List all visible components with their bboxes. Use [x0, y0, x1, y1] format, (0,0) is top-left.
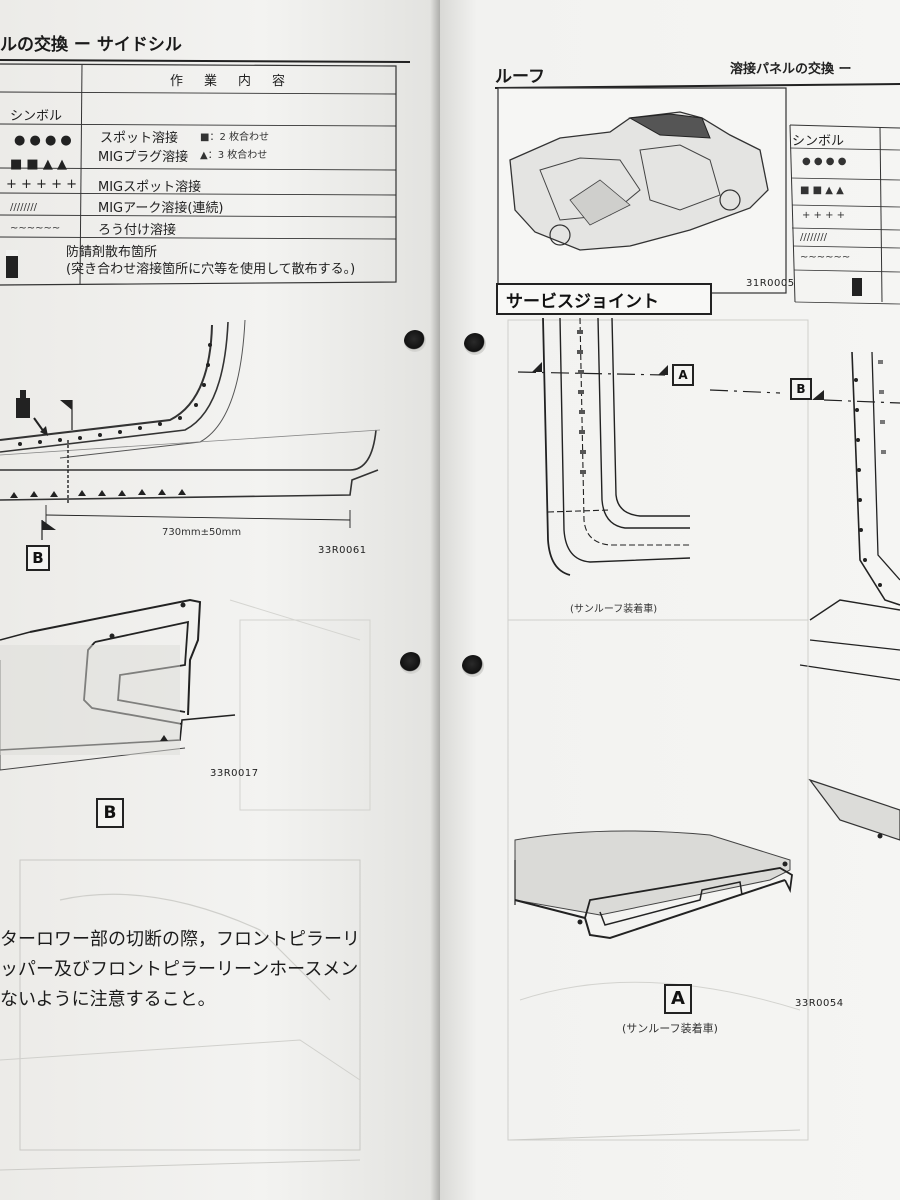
right-page-drawings [494, 83, 900, 1141]
section-marker-a: A [672, 364, 694, 386]
left-page-drawings [0, 59, 411, 1171]
binder-hole-left-top [404, 330, 426, 352]
note-line-1: ターロワー部の切断の際，フロントピラーリ [0, 929, 360, 950]
figure-ref-top: 33R0061 [318, 545, 367, 556]
right-page-header: ルーフ [495, 67, 545, 87]
symbol-mig-spot: + + + + + [6, 177, 77, 192]
symbol-arc: //////// [10, 202, 37, 213]
symbol-plug: ■ ■ ▲ ▲ [10, 157, 67, 172]
right-symbol-arc: //////// [800, 232, 827, 243]
left-page: ルの交換 ー サイドシル シンボル 作 業 内 容 ● ● ● ● スポット溶接… [0, 0, 440, 1200]
section-label-a: A [664, 984, 692, 1014]
binder-hole-left-bottom [400, 652, 422, 674]
table-header-content: 作 業 内 容 [170, 74, 290, 89]
row-mig-spot-label: MIGスポット溶接 [98, 180, 202, 195]
rust-spray-icon [6, 250, 18, 278]
dimension-label: 730mm±50mm [162, 527, 242, 538]
binder-hole-right-top [464, 333, 486, 355]
row-plug-note2: ▲：3 枚合わせ [200, 150, 268, 161]
right-table-header: シンボル [792, 134, 845, 149]
note-line-3: ないように注意すること。 [0, 989, 216, 1010]
right-symbol-spot: ● ● ● ● [802, 156, 847, 167]
row-spray-label: 防錆剤散布箇所 [66, 245, 158, 260]
section-marker-b: B [790, 378, 812, 400]
figure-ref-bottom: 33R0054 [795, 998, 844, 1009]
car-figure-ref: 31R0005 [746, 278, 795, 289]
right-symbol-braze: ~~~~~~ [800, 252, 851, 263]
caption-sunroof-top: (サンルーフ装着車) [570, 604, 658, 615]
symbol-spot: ● ● ● ● [14, 133, 72, 148]
row-braze-label: ろう付け溶接 [98, 223, 177, 238]
section-label-b: B [26, 545, 50, 571]
symbol-braze: ~~~~~~ [10, 223, 61, 234]
right-page-header-section: 溶接パネルの交換 ー [730, 62, 852, 77]
row-arc-label: MIGアーク溶接(連続) [98, 201, 224, 216]
right-symbol-mig-spot: + + + + [802, 210, 846, 221]
right-symbol-plug: ■ ■ ▲ ▲ [800, 185, 844, 196]
right-page: ルーフ 溶接パネルの交換 ー 31R0005 シンボル ● ● ● ● ■ ■ … [440, 0, 900, 1200]
note-line-2: ッパー及びフロントピラーリーンホースメン [0, 959, 359, 980]
service-joint-title: サービスジョイント [506, 292, 659, 312]
binder-hole-right-bottom [462, 655, 484, 677]
section-label-b-2: B [96, 798, 124, 828]
row-spot-label: スポット溶接 [100, 131, 179, 146]
row-plug-note1: ■：2 枚合わせ [200, 132, 269, 143]
caption-sunroof-bottom: (サンルーフ装着車) [622, 1022, 718, 1035]
row-plug-label: MIGプラグ溶接 [98, 150, 189, 165]
left-page-header: ルの交換 ー サイドシル [0, 35, 182, 55]
table-header-symbol: シンボル [10, 109, 63, 124]
figure-ref-mid: 33R0017 [210, 768, 259, 779]
row-spray-label2: (突き合わせ溶接箇所に穴等を使用して散布する。) [66, 262, 356, 277]
